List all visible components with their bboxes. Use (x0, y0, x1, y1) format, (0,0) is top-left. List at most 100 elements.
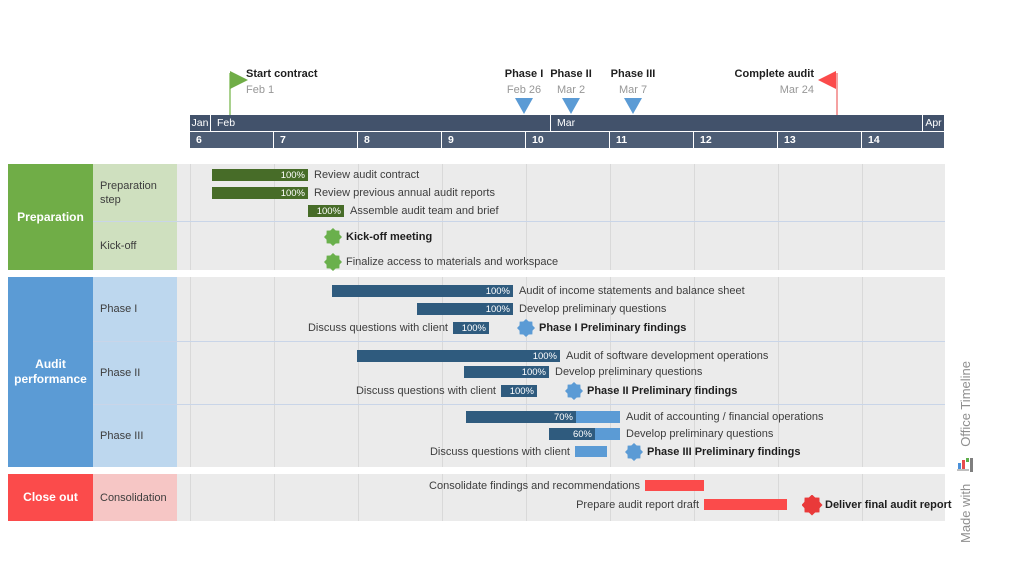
milestone-burst-icon (324, 253, 342, 271)
task-bar: 100% (308, 205, 344, 217)
sidebar-subrow: Consolidation (93, 474, 177, 521)
week-cell-12: 12 (694, 132, 778, 148)
month-cell-feb: Feb (211, 115, 551, 131)
week-cell-13: 13 (778, 132, 862, 148)
task-bar (575, 446, 607, 457)
task-label: Consolidate findings and recommendations (429, 480, 640, 492)
watermark-brand: Office Timeline (957, 361, 973, 447)
task-progress-label: 100% (509, 385, 534, 397)
task-label: Discuss questions with client (355, 385, 496, 397)
arrow-down-icon (562, 98, 580, 114)
task-progress-label: 100% (521, 366, 546, 378)
task-progress-label: 100% (280, 187, 305, 199)
task-progress-label: 100% (485, 303, 510, 315)
task-label: Kick-off meeting (346, 231, 433, 243)
task-label: Review previous annual audit reports (314, 187, 495, 199)
flag-icon (230, 71, 248, 89)
task-label: Deliver final audit report (825, 499, 952, 511)
task-bar (704, 499, 787, 510)
gantt-row-band (177, 474, 945, 521)
task-label: Develop preliminary questions (626, 428, 774, 440)
week-cell-8: 8 (358, 132, 442, 148)
task-bar: 70% (466, 411, 620, 423)
task-progress-label: 100% (316, 205, 341, 217)
office-timeline-logo-icon (956, 457, 974, 474)
task-bar: 100% (357, 350, 560, 362)
milestone-burst-icon (324, 228, 342, 246)
task-label: Discuss questions with client (307, 322, 448, 334)
milestone-burst-icon (625, 443, 643, 461)
task-bar (645, 480, 704, 491)
task-bar-progress: 70% (466, 411, 576, 423)
sidebar-subrow: Preparation step (93, 164, 177, 221)
task-label: Phase I Preliminary findings (539, 322, 687, 334)
sidebar-category-audit-performance: Audit performance (8, 277, 93, 467)
sidebar-category-preparation: Preparation (8, 164, 93, 270)
task-progress-label: 100% (532, 350, 557, 362)
milestone-title: Complete audit (734, 68, 814, 80)
task-label: Assemble audit team and brief (350, 205, 499, 217)
milestone-stem (836, 73, 838, 115)
task-label: Discuss questions with client (429, 446, 570, 458)
week-cell-7: 7 (274, 132, 358, 148)
milestone-stem (229, 73, 231, 115)
sidebar-category-close-out: Close out (8, 474, 93, 521)
task-label: Finalize access to materials and workspa… (346, 256, 559, 268)
week-cell-14: 14 (862, 132, 945, 148)
sidebar-subrow: Phase II (93, 341, 177, 404)
task-progress-label: 100% (485, 285, 510, 297)
task-bar-progress: 60% (549, 428, 595, 440)
flag-icon (818, 71, 836, 89)
task-label: Develop preliminary questions (519, 303, 667, 315)
task-progress-label: 100% (461, 322, 486, 334)
milestone-date: Mar 24 (779, 84, 814, 96)
task-bar: 100% (453, 322, 489, 334)
week-cell-10: 10 (526, 132, 610, 148)
task-bar: 100% (501, 385, 537, 397)
milestone-date: Mar 2 (556, 84, 586, 96)
task-label: Develop preliminary questions (555, 366, 703, 378)
arrow-down-icon (624, 98, 642, 114)
milestone-burst-icon (565, 382, 583, 400)
task-label: Prepare audit report draft (576, 499, 699, 511)
task-progress-label: 70% (553, 411, 573, 423)
task-bar: 60% (549, 428, 620, 440)
task-bar: 100% (212, 169, 308, 181)
sidebar-subrow: Kick-off (93, 221, 177, 270)
task-label: Audit of software development operations (566, 350, 769, 362)
month-cell-jan: Jan (190, 115, 211, 131)
watermark: Made with Office Timeline (953, 329, 977, 575)
task-label: Review audit contract (314, 169, 420, 181)
task-bar: 100% (212, 187, 308, 199)
task-label: Audit of income statements and balance s… (519, 285, 745, 297)
task-label: Phase II Preliminary findings (587, 385, 738, 397)
gantt-row-band (177, 341, 945, 404)
milestone-date: Feb 26 (506, 84, 542, 96)
milestone-date: Mar 7 (618, 84, 648, 96)
milestone-date: Feb 1 (246, 84, 275, 96)
sidebar-subrow: Phase III (93, 404, 177, 467)
task-bar: 100% (417, 303, 513, 315)
milestone-burst-icon (801, 494, 823, 516)
task-progress-label: 60% (572, 428, 592, 440)
week-cell-9: 9 (442, 132, 526, 148)
task-label: Phase III Preliminary findings (647, 446, 801, 458)
milestone-title: Phase III (610, 68, 656, 80)
month-cell-mar: Mar (551, 115, 923, 131)
gantt-row-band (177, 221, 945, 270)
arrow-down-icon (515, 98, 533, 114)
sidebar-subrow: Phase I (93, 277, 177, 341)
milestone-title: Start contract (246, 68, 318, 80)
task-bar: 100% (464, 366, 549, 378)
week-cell-6: 6 (190, 132, 274, 148)
gantt-row-band (177, 277, 945, 341)
milestone-title: Phase II (550, 68, 592, 80)
month-cell-apr: Apr (923, 115, 945, 131)
milestone-burst-icon (517, 319, 535, 337)
task-bar: 100% (332, 285, 513, 297)
task-label: Audit of accounting / financial operatio… (626, 411, 824, 423)
watermark-prefix: Made with (957, 483, 973, 543)
milestone-title: Phase I (504, 68, 544, 80)
week-cell-11: 11 (610, 132, 694, 148)
